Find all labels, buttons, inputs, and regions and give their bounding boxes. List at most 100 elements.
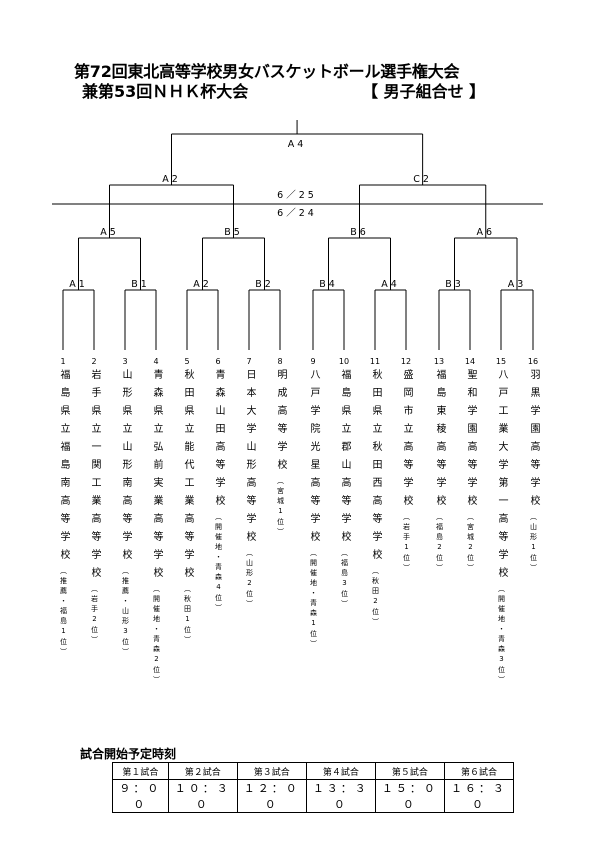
team-seed-note: （宮城1位）	[276, 477, 285, 538]
game-time: １６：３０	[443, 779, 515, 813]
team-seed-note: （宮城2位）	[466, 513, 475, 574]
team-number: 3	[122, 357, 128, 366]
game-label: 第６試合	[443, 762, 515, 780]
team-name: 盛岡市立高等学校	[401, 369, 412, 513]
team-seed-note: （開催地・青森4位）	[214, 513, 223, 614]
game-label: 第５試合	[374, 762, 445, 780]
team-number: 14	[464, 357, 476, 366]
team-seed-note: （開催地・青森3位）	[497, 585, 506, 686]
first-round-game-label: B4	[319, 279, 338, 290]
team-number: 4	[153, 357, 159, 366]
team-seed-note: （開催地・青森1位）	[309, 549, 318, 650]
team-entry: 9 八戸学院光星高等学校（開催地・青森1位）	[301, 357, 325, 650]
team-entry: 3 山形県立山形南高等学校（推薦・山形3位）	[113, 357, 137, 658]
tournament-subtitle: 兼第53回ＮＨＫ杯大会	[82, 82, 249, 101]
team-name: 秋田県立秋田西高等学校	[370, 369, 381, 567]
team-seed-note: （山形1位）	[529, 513, 538, 574]
team-entry: 6 青森山田高等学校（開催地・青森4位）	[206, 357, 230, 614]
team-number: 15	[495, 357, 507, 366]
team-entry: 5 秋田県立能代工業高等学校（秋田1位）	[175, 357, 199, 646]
first-round-game-label: A1	[69, 279, 88, 290]
final-game-label: A4	[288, 139, 307, 150]
team-name: 山形県立山形南高等学校	[120, 369, 131, 567]
game-time: １０：３０	[167, 779, 238, 813]
team-seed-note: （山形2位）	[245, 549, 254, 610]
schedule-title: 試合開始予定時刻	[80, 747, 177, 761]
tournament-title: 第72回東北高等学校男女バスケットボール選手権大会	[74, 62, 460, 81]
first-round-game-label: B3	[445, 279, 464, 290]
team-entry: 4 青森県立弘前実業高等学校（開催地・青森2位）	[144, 357, 168, 686]
quarterfinal-game-label: B5	[224, 227, 243, 238]
team-name: 八戸工業大学第一高等学校	[496, 369, 507, 585]
team-name: 羽黒学園高等学校	[528, 369, 539, 513]
team-seed-note: （福島2位）	[435, 513, 444, 574]
game-time: １３：３０	[305, 779, 376, 813]
schedule-times-row: ９：００ １０：３０ １２：００ １３：３０ １５：００ １６：３０	[112, 779, 515, 813]
team-name: 聖和学園高等学校	[465, 369, 476, 513]
game-label: 第４試合	[305, 762, 376, 780]
team-name: 岩手県立一関工業高等学校	[89, 369, 100, 585]
team-seed-note: （開催地・青森2位）	[152, 585, 161, 686]
game-label: 第１試合	[112, 762, 169, 780]
team-seed-note: （岩手1位）	[402, 513, 411, 574]
game-time: １５：００	[374, 779, 445, 813]
team-name: 福島県立郡山高等学校	[339, 369, 350, 549]
team-entry: 11 秋田県立秋田西高等学校（秋田2位）	[363, 357, 387, 628]
team-name: 八戸学院光星高等学校	[308, 369, 319, 549]
schedule-games-row: 第１試合 第２試合 第３試合 第４試合 第５試合 第６試合	[112, 762, 515, 780]
team-number: 1	[60, 357, 66, 366]
team-seed-note: （岩手2位）	[90, 585, 99, 646]
team-entry: 16 羽黒学園高等学校（山形1位）	[521, 357, 545, 574]
quarterfinal-game-label: B6	[350, 227, 369, 238]
team-entry: 14 聖和学園高等学校（宮城2位）	[458, 357, 482, 574]
team-entry: 10 福島県立郡山高等学校（福島3位）	[332, 357, 356, 610]
game-label: 第２試合	[167, 762, 238, 780]
team-number: 11	[369, 357, 381, 366]
first-round-game-label: A3	[508, 279, 527, 290]
team-entry: 15 八戸工業大学第一高等学校（開催地・青森3位）	[489, 357, 513, 686]
first-round-game-label: B2	[255, 279, 274, 290]
schedule-table: 第１試合 第２試合 第３試合 第４試合 第５試合 第６試合 ９：００ １０：３０…	[112, 762, 515, 813]
team-seed-note: （福島3位）	[340, 549, 349, 610]
first-round-game-label: A2	[193, 279, 212, 290]
semifinal-game-label: C2	[413, 174, 432, 185]
date-upper-label: 6／25	[277, 190, 317, 201]
team-number: 12	[400, 357, 412, 366]
team-entry: 8 明成高等学校（宮城1位）	[268, 357, 292, 538]
team-seed-note: （推薦・山形3位）	[121, 567, 130, 658]
team-seed-note: （秋田1位）	[183, 585, 192, 646]
first-round-game-label: A4	[381, 279, 400, 290]
quarterfinal-game-label: A5	[100, 227, 119, 238]
team-entry: 1 福島県立福島南高等学校（推薦・福島1位）	[51, 357, 75, 658]
team-number: 7	[246, 357, 252, 366]
team-name: 青森県立弘前実業高等学校	[151, 369, 162, 585]
team-seed-note: （推薦・福島1位）	[59, 567, 68, 658]
team-number: 10	[338, 357, 350, 366]
game-time: ９：００	[112, 779, 169, 813]
team-name: 明成高等学校	[275, 369, 286, 477]
team-number: 2	[91, 357, 97, 366]
team-number: 6	[215, 357, 221, 366]
team-name: 福島県立福島南高等学校	[58, 369, 69, 567]
team-number: 16	[527, 357, 539, 366]
game-time: １２：００	[236, 779, 307, 813]
first-round-game-label: B1	[131, 279, 150, 290]
team-number: 9	[310, 357, 316, 366]
team-entry: 7 日本大学山形高等学校（山形2位）	[237, 357, 261, 610]
bracket-category-label: 【 男子組合せ 】	[362, 82, 486, 101]
team-name: 福島東稜高等学校	[434, 369, 445, 513]
team-name: 秋田県立能代工業高等学校	[182, 369, 193, 585]
team-entry: 2 岩手県立一関工業高等学校（岩手2位）	[82, 357, 106, 646]
team-name: 日本大学山形高等学校	[244, 369, 255, 549]
quarterfinal-game-label: A6	[476, 227, 495, 238]
date-lower-label: 6／24	[277, 208, 317, 219]
team-number: 8	[277, 357, 283, 366]
team-number: 5	[184, 357, 190, 366]
team-seed-note: （秋田2位）	[371, 567, 380, 628]
game-label: 第３試合	[236, 762, 307, 780]
team-entry: 12 盛岡市立高等学校（岩手1位）	[394, 357, 418, 574]
team-name: 青森山田高等学校	[213, 369, 224, 513]
semifinal-game-label: A2	[162, 174, 181, 185]
